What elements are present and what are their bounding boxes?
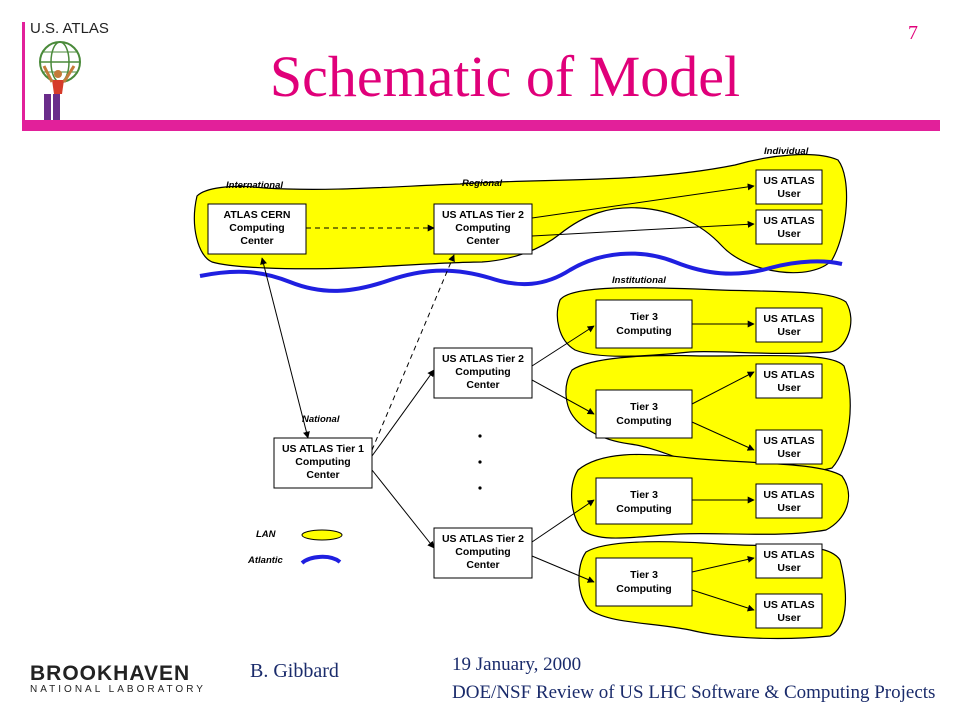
node-tier2-a: US ATLAS Tier 2 Computing Center xyxy=(433,347,533,399)
node-line: User xyxy=(777,228,800,240)
node-tier3-1: Tier 3 Computing xyxy=(595,299,693,349)
label-institutional: Institutional xyxy=(612,275,666,286)
node-line: US ATLAS Tier 2 xyxy=(442,533,524,545)
node-inst-user-6: US ATLAS User xyxy=(755,593,823,629)
node-line: Tier 3 xyxy=(630,489,658,501)
legend-lan-label: LAN xyxy=(256,529,277,540)
link-tier1-to-tier2-a xyxy=(371,369,435,457)
node-line: Tier 3 xyxy=(630,401,658,413)
node-regional-tier2: US ATLAS Tier 2 Computing Center xyxy=(433,203,533,255)
legend: LAN Atlantic xyxy=(247,529,343,566)
atlas-figure-logo xyxy=(39,41,81,120)
page-number: 7 xyxy=(908,22,918,44)
node-inst-user-3: US ATLAS User xyxy=(755,429,823,465)
node-line: Center xyxy=(466,379,499,391)
node-line: US ATLAS Tier 2 xyxy=(442,209,524,221)
node-line: US ATLAS xyxy=(763,489,814,501)
node-line: US ATLAS xyxy=(763,435,814,447)
node-inst-user-4: US ATLAS User xyxy=(755,483,823,519)
node-inst-user-5: US ATLAS User xyxy=(755,543,823,579)
link-tier2b-to-tier3-4 xyxy=(531,555,595,583)
link-tier2a-to-tier3-2 xyxy=(531,379,595,415)
node-line: Computing xyxy=(616,325,671,337)
link-tier3-4-to-user-1 xyxy=(691,555,755,573)
node-line: US ATLAS xyxy=(763,599,814,611)
node-line: Computing xyxy=(455,546,510,558)
node-line: US ATLAS Tier 1 xyxy=(282,443,364,455)
link-tier3-4-to-user-2 xyxy=(691,589,755,612)
node-line: Center xyxy=(466,235,499,247)
slide-title: Schematic of Model xyxy=(269,44,741,109)
link-tier2a-to-tier3-1 xyxy=(531,325,595,367)
node-line: User xyxy=(777,326,800,338)
link-regional-tier2-to-user-2 xyxy=(531,220,755,237)
node-line: User xyxy=(777,382,800,394)
legend-atlantic-label: Atlantic xyxy=(247,555,284,566)
node-inst-user-2: US ATLAS User xyxy=(755,363,823,399)
node-line: Center xyxy=(466,559,499,571)
node-line: Computing xyxy=(295,456,350,468)
link-tier1-to-tier2-b xyxy=(371,469,435,549)
footer-event: DOE/NSF Review of US LHC Software & Comp… xyxy=(452,682,936,703)
node-individual-user-2: US ATLAS User xyxy=(755,209,823,245)
legend-atlantic-swatch xyxy=(300,554,342,565)
node-line: US ATLAS xyxy=(763,215,814,227)
brookhaven-logo-subtitle: NATIONAL LABORATORY xyxy=(30,684,206,695)
link-regional-tier2-to-user-1 xyxy=(531,183,755,219)
node-line: US ATLAS Tier 2 xyxy=(442,353,524,365)
node-line: User xyxy=(777,612,800,624)
node-atlas-cern: ATLAS CERN Computing Center xyxy=(207,203,307,255)
node-line: Computing xyxy=(455,366,510,378)
node-line: Computing xyxy=(229,222,284,234)
node-line: US ATLAS xyxy=(763,313,814,325)
node-line: US ATLAS xyxy=(763,369,814,381)
link-tier1-to-cern xyxy=(260,257,310,439)
node-individual-user-1: US ATLAS User xyxy=(755,169,823,205)
node-line: Computing xyxy=(455,222,510,234)
ellipsis-dots xyxy=(478,434,482,490)
node-tier3-2: Tier 3 Computing xyxy=(595,389,693,439)
node-line: Tier 3 xyxy=(630,311,658,323)
node-inst-user-1: US ATLAS User xyxy=(755,307,823,343)
node-line: Computing xyxy=(616,503,671,515)
label-individual: Individual xyxy=(764,146,809,157)
link-tier3-2-to-user-1 xyxy=(691,371,755,405)
us-atlas-logo-text: U.S. ATLAS xyxy=(30,20,109,37)
connectors xyxy=(260,183,755,612)
header-rule xyxy=(22,120,940,131)
node-line: User xyxy=(777,502,800,514)
node-line: Computing xyxy=(616,415,671,427)
node-tier3-3: Tier 3 Computing xyxy=(595,477,693,525)
node-tier2-b: US ATLAS Tier 2 Computing Center xyxy=(433,527,533,579)
brookhaven-logo-text: BROOKHAVEN xyxy=(30,662,191,685)
node-line: US ATLAS xyxy=(763,549,814,561)
label-international: International xyxy=(226,180,283,191)
node-tier1: US ATLAS Tier 1 Computing Center xyxy=(273,437,373,489)
node-line: ATLAS CERN xyxy=(224,209,291,221)
link-tier2b-to-tier3-3 xyxy=(531,499,595,543)
node-line: Tier 3 xyxy=(630,569,658,581)
label-regional: Regional xyxy=(462,178,502,189)
node-line: US ATLAS xyxy=(763,175,814,187)
legend-lan-swatch xyxy=(301,529,343,541)
node-line: Computing xyxy=(616,583,671,595)
node-line: User xyxy=(777,188,800,200)
header-rule-vertical xyxy=(22,22,25,120)
link-tier3-2-to-user-2 xyxy=(691,421,755,451)
label-national: National xyxy=(302,414,340,425)
footer-date: 19 January, 2000 xyxy=(452,654,582,675)
footer-author: B. Gibbard xyxy=(250,660,339,682)
node-line: Center xyxy=(240,235,273,247)
node-line: User xyxy=(777,448,800,460)
node-tier3-4: Tier 3 Computing xyxy=(595,557,693,607)
node-line: User xyxy=(777,562,800,574)
node-line: Center xyxy=(306,469,339,481)
